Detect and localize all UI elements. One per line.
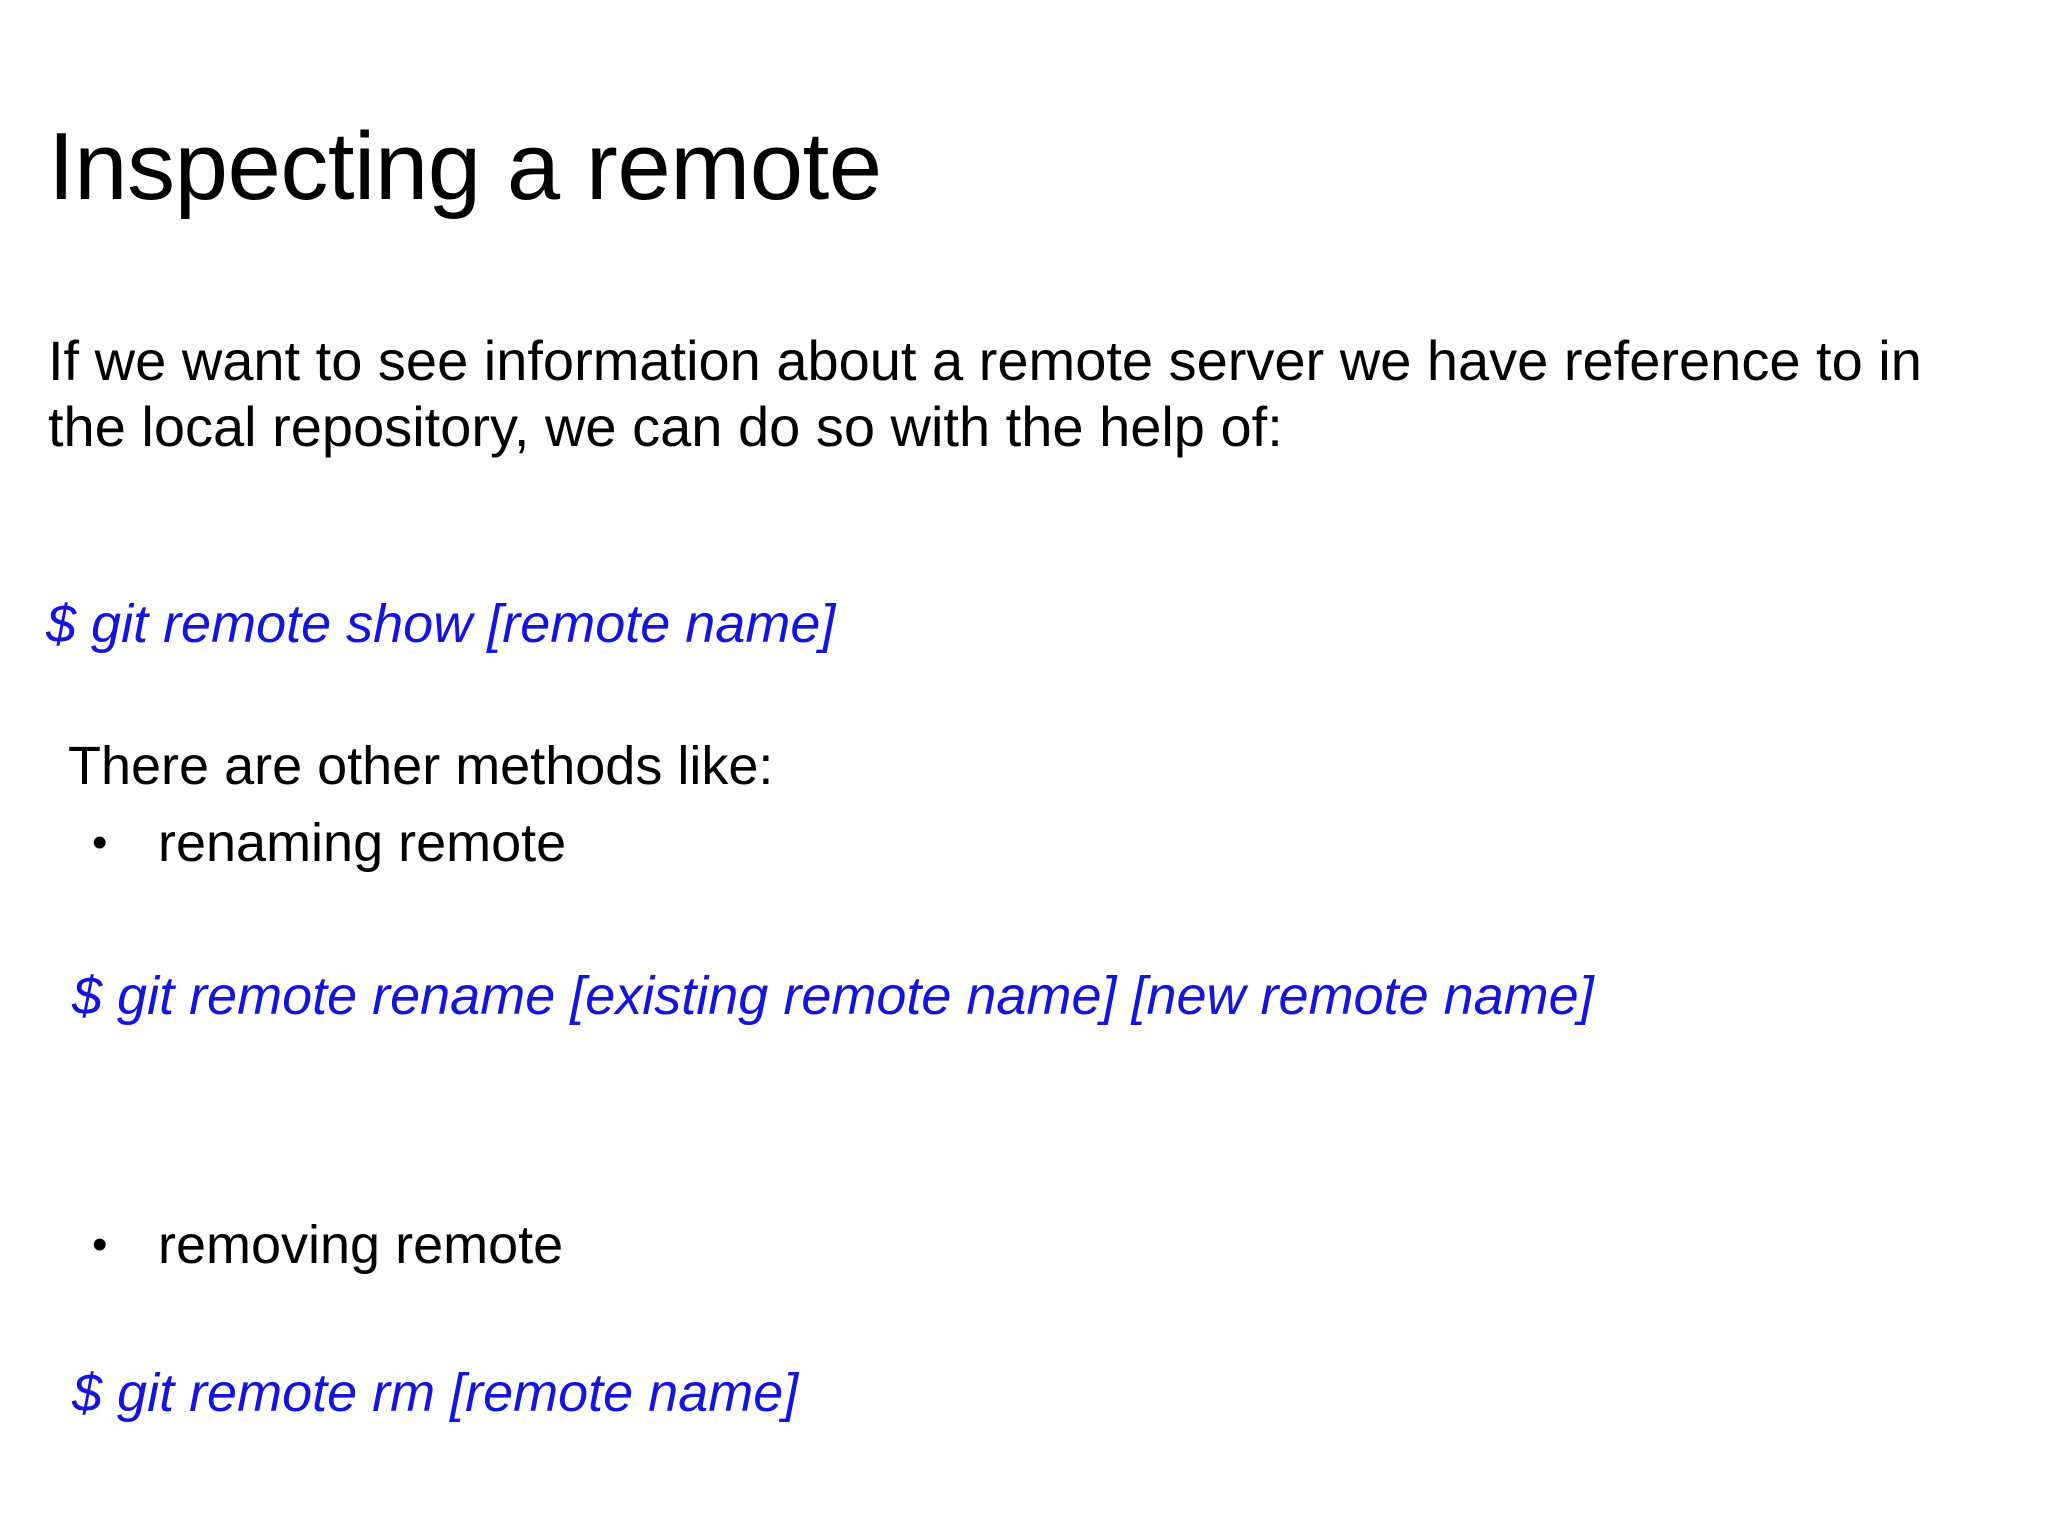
bullet-dot-icon: • (92, 818, 108, 867)
command-git-remote-rename: $ git remote rename [existing remote nam… (72, 966, 1594, 1026)
other-methods-label: There are other methods like: (68, 736, 774, 796)
list-item-removing-remote: • removing remote (92, 1214, 563, 1277)
command-git-remote-rm: $ git remote rm [remote name] (72, 1363, 799, 1423)
command-git-remote-show: $ git remote show [remote name] (46, 594, 836, 654)
list-item-label: renaming remote (158, 813, 567, 873)
intro-paragraph: If we want to see information about a re… (48, 329, 1922, 459)
list-item-renaming-remote: • renaming remote (92, 812, 566, 875)
bullet-dot-icon: • (92, 1220, 108, 1269)
page-title: Inspecting a remote (48, 113, 882, 221)
list-item-label: removing remote (158, 1215, 564, 1275)
